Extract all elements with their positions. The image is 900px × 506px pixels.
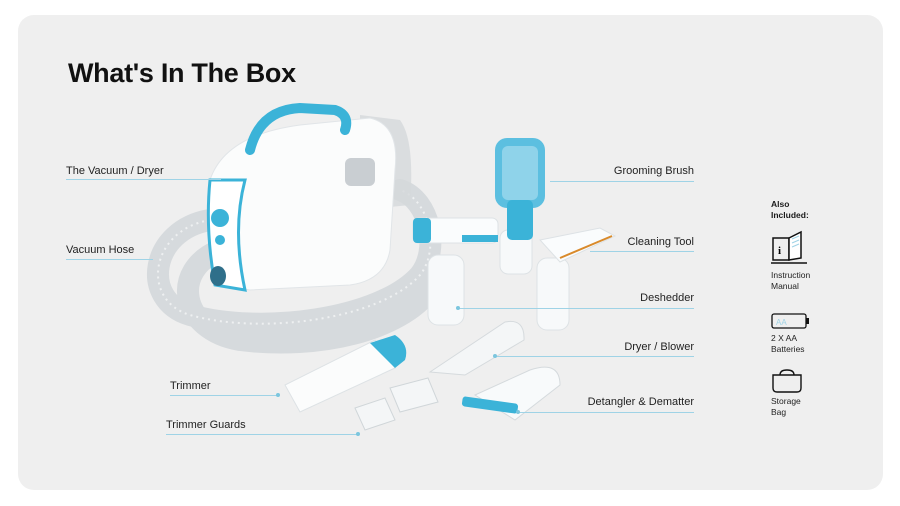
leader-line <box>495 356 694 357</box>
leader-line <box>518 412 694 413</box>
grooming-brush-image <box>495 138 545 275</box>
item-label: Instruction <box>771 270 811 280</box>
trimmer-guards-image <box>354 377 439 431</box>
also-included-heading: Also Included: <box>771 199 809 221</box>
heading-line: Included: <box>771 210 809 220</box>
battery-icon: AA <box>771 313 809 329</box>
detangler-image <box>461 366 561 421</box>
leader-line <box>590 251 694 252</box>
page-title: What's In The Box <box>68 58 296 88</box>
item-label: 2 X AA <box>771 333 797 343</box>
item-label: Manual <box>771 281 799 291</box>
included-item-manual: Instruction Manual <box>771 270 810 292</box>
leader-line <box>170 395 278 396</box>
callout-detangler: Detangler & Dematter <box>587 396 694 408</box>
callout-trimmer: Trimmer <box>170 380 211 392</box>
leader-line <box>166 434 358 435</box>
callout-vacuum-hose: Vacuum Hose <box>66 244 135 256</box>
leader-line <box>66 179 221 180</box>
heading-line: Also <box>771 199 790 209</box>
deshedder-image <box>412 217 499 326</box>
cleaning-tool-image <box>536 227 617 331</box>
dryer-blower-image <box>428 320 525 376</box>
callout-trimmer-guards: Trimmer Guards <box>166 419 246 431</box>
battery-text: AA <box>776 318 787 327</box>
leader-dot <box>356 432 360 436</box>
callout-grooming-brush: Grooming Brush <box>613 165 694 177</box>
trimmer-image <box>284 335 407 413</box>
leader-line <box>550 181 694 182</box>
included-item-bag: Storage Bag <box>771 396 801 418</box>
item-label: Bag <box>771 407 787 417</box>
callout-deshedder: Deshedder <box>640 292 694 304</box>
leader-dot <box>276 393 280 397</box>
leader-line <box>66 259 153 260</box>
callout-cleaning-tool: Cleaning Tool <box>627 236 694 248</box>
leader-dot <box>493 354 497 358</box>
item-label: Storage <box>771 396 801 406</box>
svg-text:i: i <box>778 245 781 257</box>
item-label: Batteries <box>771 344 805 354</box>
callout-vacuum-dryer: The Vacuum / Dryer <box>66 165 164 177</box>
callout-dryer-blower: Dryer / Blower <box>624 341 694 353</box>
included-item-batteries: 2 X AA Batteries <box>771 333 805 355</box>
leader-line <box>458 308 694 309</box>
storage-bag-icon <box>772 369 802 393</box>
instruction-manual-icon: i <box>771 230 807 264</box>
leader-dot <box>516 410 520 414</box>
vacuum-dryer-image <box>206 102 412 292</box>
leader-dot <box>456 306 460 310</box>
